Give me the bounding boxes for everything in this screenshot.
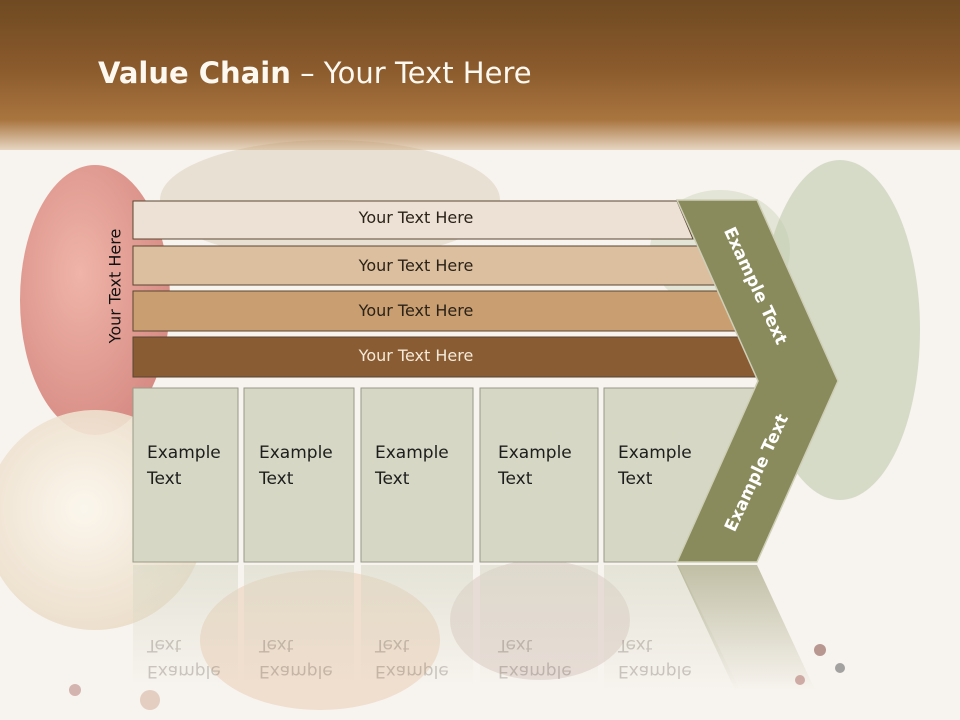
support-bar-4-label: Your Text Here: [358, 346, 474, 365]
title-banner: [0, 0, 960, 150]
card-1-line2: Text: [147, 469, 182, 489]
slide-title: Value Chain – Your Text Here: [98, 56, 532, 90]
primary-card-2[interactable]: [243, 387, 355, 563]
card-reflection-1: [133, 565, 238, 685]
card-3-line1: Example: [375, 443, 449, 463]
card-reflection-4: [480, 565, 598, 685]
card-5-line1: Example: [618, 443, 692, 463]
card-reflection-3: [361, 565, 473, 685]
card-2-line2: Text: [259, 469, 294, 489]
chevron-reflection: [677, 565, 815, 690]
primary-card-4[interactable]: [479, 387, 599, 563]
card-reflection-2: [244, 565, 354, 685]
card-1-line1: Example: [147, 443, 221, 463]
support-bar-2-label: Your Text Here: [358, 256, 474, 275]
support-bar-1[interactable]: [132, 200, 694, 240]
card-reflection-5: [604, 565, 740, 690]
card-3-line2: Text: [375, 469, 410, 489]
card-4-line1: Example: [498, 443, 572, 463]
card-4-line2: Text: [498, 469, 533, 489]
card-5-line2: Text: [618, 469, 653, 489]
card-2-line1: Example: [259, 443, 333, 463]
slide-title-rest: – Your Text Here: [290, 56, 532, 90]
primary-card-3[interactable]: [360, 387, 474, 563]
support-bar-1-label: Your Text Here: [358, 208, 474, 227]
slide-title-bold: Value Chain: [98, 56, 291, 90]
margin-chevron[interactable]: [675, 199, 839, 563]
support-bar-3-label: Your Text Here: [358, 301, 474, 320]
primary-card-1[interactable]: [132, 387, 239, 563]
